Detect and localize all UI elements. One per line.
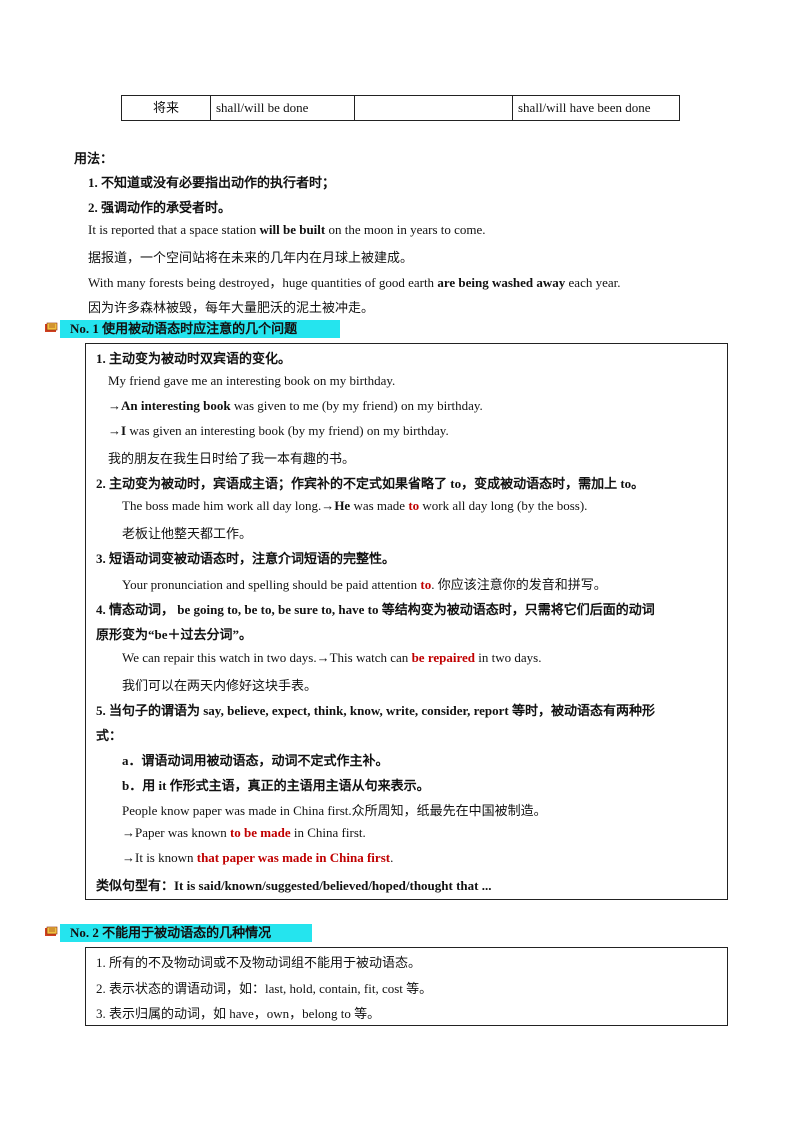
rule-2-example: The boss made him work all day long.→He … — [122, 498, 588, 513]
usage-example-1: It is reported that a space station will… — [88, 222, 486, 237]
progressive-form-cell — [354, 96, 512, 120]
book-icon — [45, 926, 58, 936]
rule-5-form-a: a．谓语动词用被动语态，动词不定式作主补。 — [122, 753, 389, 768]
usage-point-1: 1. 不知道或没有必要指出动作的执行者时； — [88, 175, 336, 190]
tense-cell: 将来 — [152, 100, 179, 115]
rule-1-passive-a: →An interesting book was given to me (by… — [108, 398, 483, 413]
restriction-item-2: 2. 表示状态的谓语动词，如：last, hold, contain, fit,… — [96, 981, 433, 996]
usage-example-2: With many forests being destroyed，huge q… — [88, 275, 621, 290]
book-icon — [45, 322, 58, 332]
rule-1-example: My friend gave me an interesting book on… — [108, 373, 396, 388]
rule-3-example: Your pronunciation and spelling should b… — [122, 577, 607, 592]
rule-1-title: 1. 主动变为被动时双宾语的变化。 — [96, 351, 292, 366]
tense-table-row: 将来 shall/will be done shall/will have be… — [121, 95, 680, 121]
usage-example-1-translation: 据报道，一个空间站将在未来的几年内在月球上被建成。 — [88, 250, 414, 265]
rule-4-example: We can repair this watch in two days.→Th… — [122, 650, 542, 665]
section-1-box — [85, 343, 728, 900]
rule-5-title-line-2: 式： — [96, 728, 123, 743]
rule-5-example: People know paper was made in China firs… — [122, 803, 547, 818]
rule-3-title: 3. 短语动词变被动语态时，注意介词短语的完整性。 — [96, 551, 396, 566]
section-1-header: No. 1 使用被动语态时应注意的几个问题 — [60, 320, 340, 338]
usage-title: 用法： — [74, 151, 114, 166]
similar-patterns: 类似句型有：It is said/known/suggested/believe… — [96, 878, 492, 893]
section-2-header: No. 2 不能用于被动语态的几种情况 — [60, 924, 312, 942]
rule-1-translation: 我的朋友在我生日时给了我一本有趣的书。 — [108, 451, 356, 466]
rule-4-translation: 我们可以在两天内修好这块手表。 — [122, 678, 318, 693]
rule-5-form-b: b．用 it 作形式主语，真正的主语用主语从句来表示。 — [122, 778, 430, 793]
rule-4-title-line-2: 原形变为“be＋过去分词”。 — [96, 627, 253, 642]
rule-1-passive-b: →I was given an interesting book (by my … — [108, 423, 449, 438]
restriction-item-3: 3. 表示归属的动词，如 have，own，belong to 等。 — [96, 1006, 381, 1021]
rule-2-title: 2. 主动变为被动时，宾语成主语；作宾补的不定式如果省略了 to，变成被动语态时… — [96, 476, 645, 491]
rule-5-title-line-1: 5. 当句子的谓语为 say, believe, expect, think, … — [96, 703, 655, 718]
rule-5-example-a: →Paper was known to be made in China fir… — [122, 825, 366, 840]
rule-5-example-b: →It is known that paper was made in Chin… — [122, 850, 394, 865]
section-2-box — [85, 947, 728, 1026]
simple-form-cell: shall/will be done — [210, 96, 354, 120]
rule-4-title-line-1: 4. 情态动词， be going to, be to, be sure to,… — [96, 602, 655, 617]
perfect-form-cell: shall/will have been done — [512, 96, 679, 120]
usage-example-2-translation: 因为许多森林被毁，每年大量肥沃的泥土被冲走。 — [88, 300, 375, 315]
restriction-item-1: 1. 所有的不及物动词或不及物动词组不能用于被动语态。 — [96, 955, 422, 970]
usage-point-2: 2. 强调动作的承受者时。 — [88, 200, 232, 215]
rule-2-translation: 老板让他整天都工作。 — [122, 526, 253, 541]
